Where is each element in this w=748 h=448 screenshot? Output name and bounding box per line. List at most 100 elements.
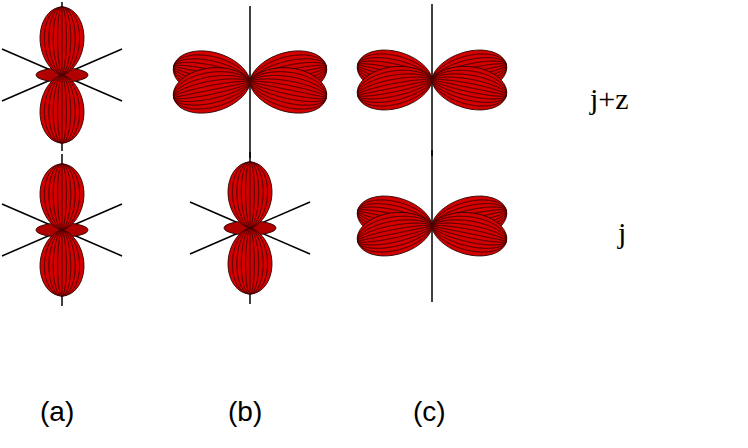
lobe-meridian <box>44 164 79 230</box>
lobe-meridian <box>49 164 75 230</box>
orbital-lobe <box>228 228 272 294</box>
row-label: j+z <box>590 84 629 114</box>
lobe-meridian <box>58 230 67 296</box>
lobe-meridian <box>432 77 506 99</box>
lobe-meridian <box>358 223 432 245</box>
lobe-meridian <box>432 70 507 106</box>
lobe-meridian <box>174 75 250 105</box>
lobe-meridian <box>358 74 432 103</box>
lobe-meridian <box>237 162 263 228</box>
lobe-meridian <box>232 228 267 294</box>
lobe-meridian <box>432 74 506 103</box>
orbital-lobe <box>40 230 84 296</box>
lobe-meridian <box>432 223 506 245</box>
lobe-meridian <box>241 162 259 228</box>
lobe-meridian <box>357 70 432 106</box>
lobe-meridian <box>53 75 71 143</box>
lobe-meridian <box>49 7 75 75</box>
lobe-meridian <box>53 75 71 143</box>
orbital-lobe <box>250 68 327 113</box>
lobe-meridian <box>174 75 250 105</box>
panel-label: (c) <box>413 398 446 426</box>
lobe-meridian <box>432 216 507 252</box>
lobe-meridian <box>237 228 263 294</box>
lobe-meridian <box>432 220 506 249</box>
orbital-lobe <box>357 212 432 255</box>
lobe-meridian <box>53 164 71 230</box>
lobe-meridian <box>241 228 259 294</box>
lobe-meridian <box>58 164 67 230</box>
lobe-meridian <box>250 79 326 102</box>
panel-label: (b) <box>228 398 262 426</box>
orbital-lobe <box>228 162 272 228</box>
lobe-meridian <box>174 79 250 102</box>
orbital-lobe <box>432 66 507 109</box>
orbital-figure <box>173 6 326 158</box>
lobe-meridian <box>44 164 79 230</box>
lobe-meridian <box>432 216 507 252</box>
lobe-meridian <box>58 230 67 296</box>
lobe-meridian <box>357 216 432 252</box>
orbital-figure <box>357 150 506 302</box>
lobe-meridian <box>432 220 506 249</box>
lobe-meridian <box>232 228 267 294</box>
lobe-meridian <box>174 79 250 102</box>
lobe-meridian <box>58 75 67 143</box>
lobe-meridian <box>250 162 251 228</box>
lobe-meridian <box>232 162 267 228</box>
panel-label: (a) <box>40 398 74 426</box>
lobe-meridian <box>250 75 326 105</box>
lobe-meridian <box>44 75 79 143</box>
lobe-meridian <box>44 75 79 143</box>
lobe-meridian <box>250 79 326 102</box>
lobe-meridian <box>49 164 75 230</box>
orbital-lobe <box>40 164 84 230</box>
lobe-meridian <box>49 75 75 143</box>
lobe-meridian <box>49 7 75 75</box>
lobe-meridian <box>357 70 432 106</box>
lobe-meridian <box>250 228 251 294</box>
lobe-meridian <box>62 164 63 230</box>
lobe-meridian <box>358 220 432 249</box>
lobe-meridian <box>44 7 79 75</box>
orbital-lobe <box>357 66 432 109</box>
orbital-lobe <box>432 212 507 255</box>
lobe-meridian <box>49 75 75 143</box>
lobe-meridian <box>58 75 67 143</box>
lobe-meridian <box>357 216 432 252</box>
lobe-meridian <box>44 7 79 75</box>
lobe-meridian <box>232 162 267 228</box>
lobe-meridian <box>250 72 327 109</box>
lobe-meridian <box>250 72 327 109</box>
orbital-figure <box>190 152 310 304</box>
lobe-meridian <box>358 77 432 99</box>
orbital-lobe <box>40 7 84 75</box>
lobe-meridian <box>237 162 263 228</box>
lobe-meridian <box>241 228 259 294</box>
lobe-meridian <box>53 7 71 75</box>
row-label: j <box>618 218 626 248</box>
lobe-meridian <box>53 230 71 296</box>
lobe-meridian <box>44 230 79 296</box>
lobe-meridian <box>62 230 63 296</box>
lobe-meridian <box>432 74 506 103</box>
lobe-meridian <box>358 220 432 249</box>
lobe-meridian <box>246 228 255 294</box>
lobe-meridian <box>241 162 259 228</box>
lobe-meridian <box>44 230 79 296</box>
lobe-meridian <box>432 77 506 99</box>
lobe-meridian <box>62 75 63 143</box>
orbital-figure <box>357 4 506 156</box>
lobe-meridian <box>53 7 71 75</box>
lobe-meridian <box>173 72 250 109</box>
lobe-meridian <box>250 75 326 105</box>
lobe-meridian <box>358 74 432 103</box>
lobe-meridian <box>58 7 67 75</box>
lobe-meridian <box>58 7 67 75</box>
orbital-figure <box>2 2 122 151</box>
lobe-meridian <box>237 228 263 294</box>
lobe-meridian <box>432 223 506 245</box>
orbital-lobe <box>173 68 250 113</box>
orbital-lobe <box>40 75 84 143</box>
